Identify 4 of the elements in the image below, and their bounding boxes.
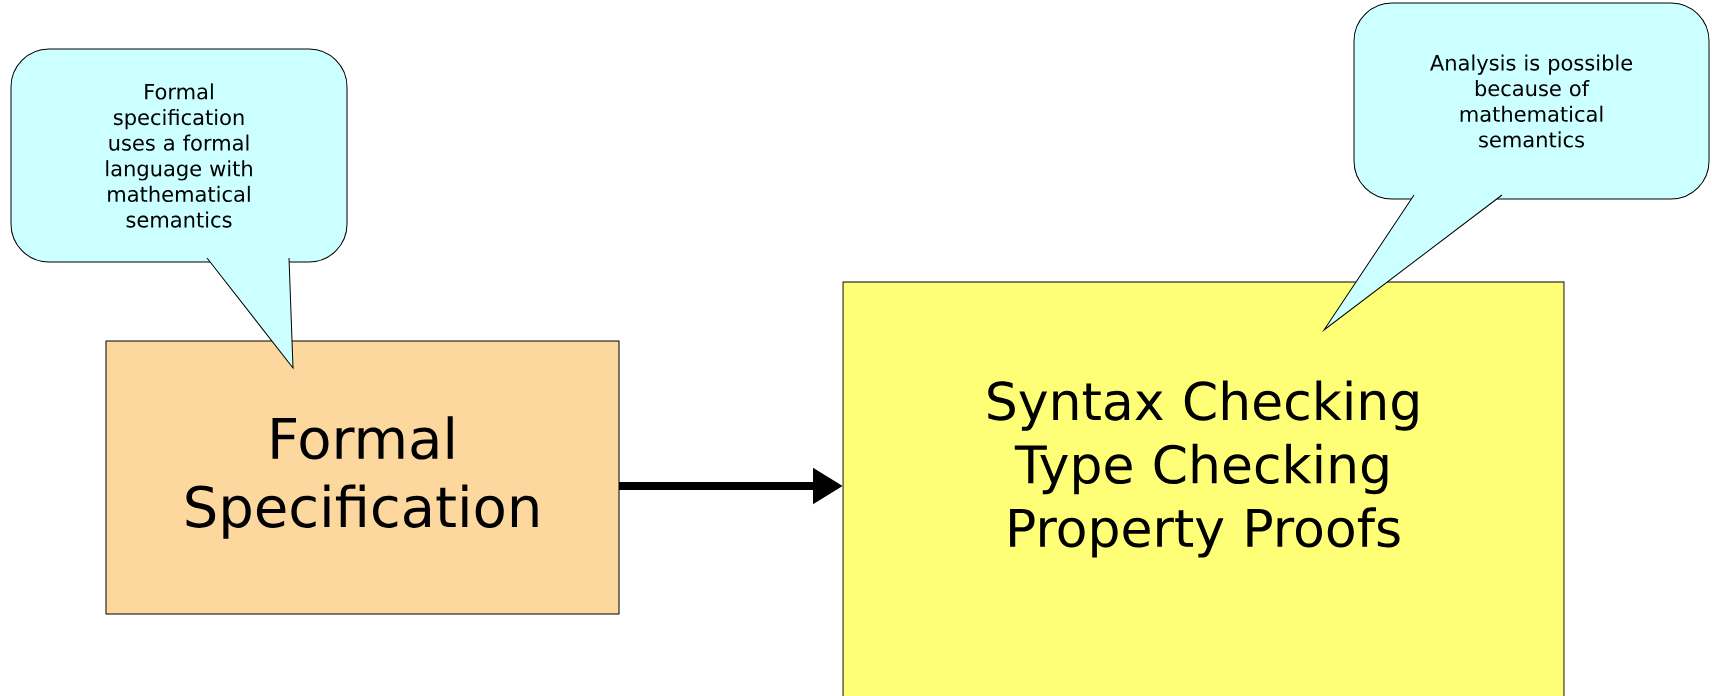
process-box: Formal Specification <box>105 340 620 615</box>
process-box: Syntax Checking Type Checking Property Proofs <box>842 281 1565 696</box>
callout-bubble: Analysis is possible because of mathematical semantics <box>1323 2 1710 331</box>
callout-bubble: Formal specification uses a formal language with mathematical semantics <box>10 48 348 369</box>
